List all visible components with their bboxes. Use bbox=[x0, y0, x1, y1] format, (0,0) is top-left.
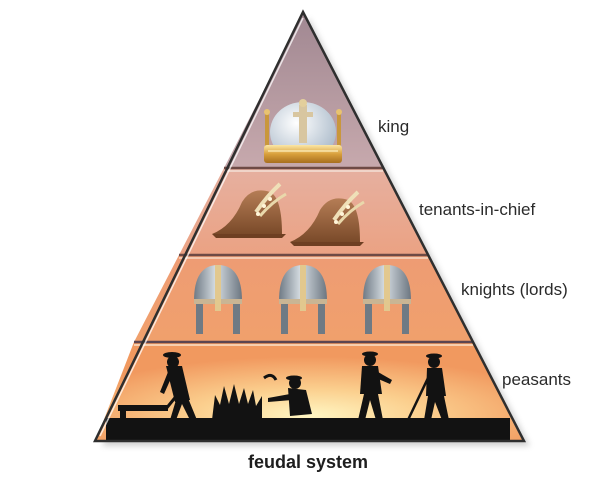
helmet-icon bbox=[194, 265, 242, 334]
diagram-caption: feudal system bbox=[247, 452, 369, 472]
feathered-hat-icon bbox=[290, 190, 365, 246]
tier-label-knights: knights (lords) bbox=[461, 280, 568, 299]
pyramid-outline bbox=[93, 9, 527, 443]
helmet-icon bbox=[279, 265, 327, 334]
feathered-hat-icon bbox=[212, 182, 287, 238]
tier-label-king: king bbox=[378, 117, 410, 136]
tier-dividers bbox=[134, 166, 473, 346]
helmet-icon bbox=[363, 265, 411, 334]
peasant-silhouette-scene bbox=[106, 351, 510, 440]
tier-king bbox=[224, 14, 383, 168]
tier-label-tenants-in-chief: tenants-in-chief bbox=[419, 200, 536, 219]
crown-icon bbox=[264, 99, 342, 163]
tier-peasants bbox=[96, 342, 522, 440]
tier-label-peasants: peasants bbox=[502, 370, 571, 389]
